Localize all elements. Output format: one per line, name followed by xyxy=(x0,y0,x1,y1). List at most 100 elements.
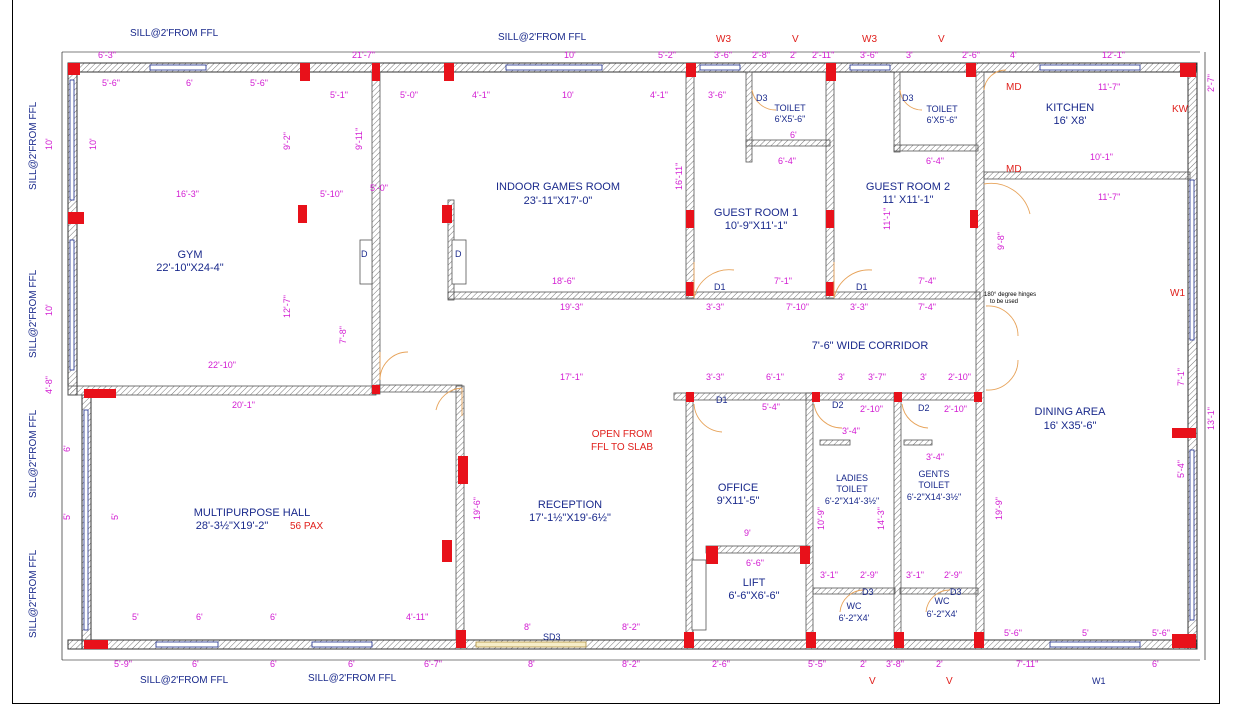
dim-top: 3'-6" xyxy=(860,50,878,60)
dim-inner: 18'-6" xyxy=(552,276,575,286)
marker-d2-a: D2 xyxy=(832,400,844,410)
marker-d1-c: D1 xyxy=(716,395,728,405)
multipurpose-pax: 56 PAX xyxy=(290,521,323,532)
dim-top: 2'-11" xyxy=(812,50,834,60)
dim-inner: 5'-6" xyxy=(1004,628,1022,638)
dim-top: 2'-6" xyxy=(962,50,980,60)
dining-size: 16' X35'-6" xyxy=(1044,420,1097,432)
dim-inner: 6' xyxy=(270,612,277,622)
marker-d: D xyxy=(455,249,462,259)
dim-inner: 10' xyxy=(562,90,574,100)
guest-room-2-size: 11' X11'-1" xyxy=(882,194,933,206)
kitchen-size: 16' X8' xyxy=(1054,115,1087,127)
dim-inner: 10' xyxy=(44,304,54,316)
door-leaves xyxy=(359,239,467,285)
dim-inner: 5'-6" xyxy=(102,78,120,88)
dim-bottom: 6' xyxy=(192,659,199,669)
dim-top: 3'-6" xyxy=(714,50,732,60)
dim-inner: 6'-4" xyxy=(926,156,944,166)
dim-bottom: 6' xyxy=(348,659,355,669)
wc-1-name: WC xyxy=(847,601,862,611)
dim-inner: 3'-1" xyxy=(906,570,924,580)
marker-md-1: MD xyxy=(1006,82,1022,93)
sill-note-bottom-mid: SILL@2'FROM FFL xyxy=(308,673,397,684)
ladies-toilet-name: LADIES xyxy=(836,473,868,483)
dim-top: 2'-8" xyxy=(752,50,770,60)
dining-name: DINING AREA xyxy=(1035,406,1107,418)
door-swings xyxy=(379,69,1031,613)
dim-top: 4' xyxy=(1010,50,1017,60)
dim-inner: 9'-2" xyxy=(282,132,292,150)
wc-2-name: WC xyxy=(935,596,950,606)
dim-inner: 20'-1" xyxy=(232,400,255,410)
sill-note-top-left: SILL@2'FROM FFL xyxy=(130,28,219,39)
games-room-name: INDOOR GAMES ROOM xyxy=(496,181,620,193)
dimensions-inner: 5'-6" 6' 5'-6" 5'-1" 5'-0" 4'-1" 10' 4'-… xyxy=(44,74,1216,638)
dim-inner: 3'-3" xyxy=(706,372,724,382)
marker-d2-b: D2 xyxy=(918,403,930,413)
marker-md-2: MD xyxy=(1006,164,1022,175)
outer-walls xyxy=(67,62,1198,650)
dim-inner: 2'-9" xyxy=(944,570,962,580)
multipurpose-name: MULTIPURPOSE HALL xyxy=(194,507,311,519)
dim-inner: 7'-10" xyxy=(786,302,809,312)
dim-bottom: 8'-2" xyxy=(622,659,640,669)
gents-toilet-name: GENTS xyxy=(918,469,949,479)
multipurpose-size: 28'-3½"X19'-2" xyxy=(196,520,269,532)
dim-bottom: 2' xyxy=(936,659,943,669)
marker-v-b: V xyxy=(938,34,945,45)
dim-inner: 19'-9" xyxy=(994,497,1004,520)
marker-w3-b: W3 xyxy=(862,34,877,45)
dim-inner: 10'-9" xyxy=(816,507,826,530)
gym-name: GYM xyxy=(177,249,202,261)
dim-inner: 5' xyxy=(132,612,139,622)
dim-inner: 9'-11" xyxy=(354,128,364,150)
dim-inner: 5' xyxy=(62,513,72,520)
dim-bottom: 6' xyxy=(270,659,277,669)
sill-note-top-mid: SILL@2'FROM FFL xyxy=(498,32,587,43)
reception-name: RECEPTION xyxy=(538,499,602,511)
marker-w1-right: W1 xyxy=(1170,288,1185,299)
opening-markers: W3 V W3 V MD MD KW W1 V V W1 D3 D3 D D D… xyxy=(361,34,1189,687)
dim-bottom: 5'-9" xyxy=(114,659,132,669)
reception-size: 17'-1½"X19'-6½" xyxy=(529,512,611,524)
interior-walls xyxy=(67,71,1191,641)
marker-d3-a: D3 xyxy=(756,93,768,103)
lift-name: LIFT xyxy=(743,577,766,589)
dim-top: 3' xyxy=(906,50,913,60)
dim-inner: 10' xyxy=(44,138,54,150)
dim-inner: 6' xyxy=(186,78,193,88)
dim-inner: 10' xyxy=(88,138,98,150)
dim-inner: 8'-2" xyxy=(622,622,640,632)
marker-v-a: V xyxy=(792,34,799,45)
dimensions-bottom: 5'-9" 6' 6' 6' 6'-7" 8' 8'-2" 2'-6" 5'-5… xyxy=(114,659,1159,669)
dim-inner: 13'-1" xyxy=(1206,407,1216,430)
dim-bottom: 2' xyxy=(860,659,867,669)
sill-note-left-1: SILL@2'FROM FFL xyxy=(28,101,39,190)
dim-top: 21'-7" xyxy=(352,50,375,60)
dim-inner: 9'-8" xyxy=(996,232,1006,250)
sill-note-bottom-left: SILL@2'FROM FFL xyxy=(140,675,229,686)
dim-inner: 7'-1" xyxy=(774,276,792,286)
corridor-name: 7'-6" WIDE CORRIDOR xyxy=(812,340,929,352)
gents-toilet-size: 6'-2"X14'-3½" xyxy=(907,492,961,502)
ladies-toilet-name2: TOILET xyxy=(836,484,868,494)
marker-v-bottom-2: V xyxy=(946,676,953,687)
dim-bottom: 5'-5" xyxy=(808,659,826,669)
dim-inner: 6'-4" xyxy=(778,156,796,166)
dim-inner: 12'-7" xyxy=(282,295,292,318)
dim-inner: 6' xyxy=(790,130,797,140)
dim-inner: 9' xyxy=(744,528,751,538)
dim-top: 12'-1" xyxy=(1102,50,1125,60)
sill-note-left-3: SILL@2'FROM FFL xyxy=(28,409,39,498)
lift-size: 6'-6"X6'-6" xyxy=(728,590,779,602)
dim-inner: 10'-1" xyxy=(1090,152,1113,162)
dim-inner: 4'-1" xyxy=(650,90,668,100)
open-note-line1: OPEN FROM xyxy=(592,429,653,440)
dim-inner: 3'-4" xyxy=(842,426,860,436)
dim-inner: 3'-4" xyxy=(926,452,944,462)
marker-d3-d: D3 xyxy=(950,587,962,597)
toilet-2-size: 6'X5'-6" xyxy=(927,115,958,125)
dim-bottom: 6' xyxy=(1152,659,1159,669)
gents-toilet-name2: TOILET xyxy=(918,480,950,490)
